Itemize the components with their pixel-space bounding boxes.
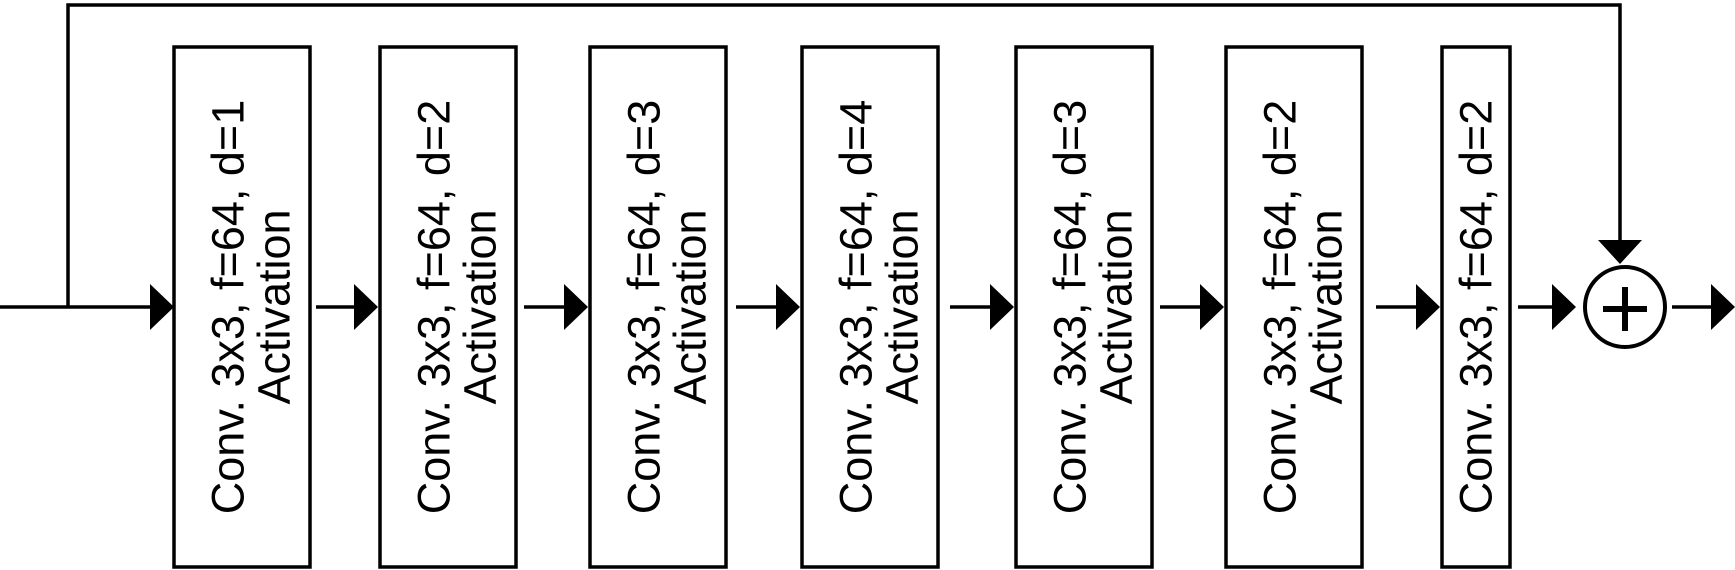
skip-connection-line — [66, 3, 1622, 307]
arrow-3-4-head — [776, 284, 800, 330]
conv-block-2-conv-label: Conv. 3x3, f=64, d=2 — [409, 100, 460, 514]
conv-block-5: Conv. 3x3, f=64, d=3 Activation — [1014, 45, 1154, 569]
arrow-1-2-head — [354, 284, 378, 330]
skip-connection-arrowhead — [1598, 240, 1642, 264]
conv-block-6: Conv. 3x3, f=64, d=2 Activation — [1224, 45, 1364, 569]
conv-block-6-conv-label: Conv. 3x3, f=64, d=2 — [1255, 100, 1306, 514]
conv-block-4-activation-label: Activation — [877, 209, 928, 404]
sum-node — [1583, 265, 1667, 349]
conv-block-6-activation-label: Activation — [1301, 209, 1352, 404]
conv-block-2: Conv. 3x3, f=64, d=2 Activation — [378, 45, 518, 569]
output-arrowhead — [1711, 284, 1735, 330]
arrow-5-6-head — [1200, 284, 1224, 330]
conv-block-1-activation-label: Activation — [249, 209, 300, 404]
arrow-7-sum-head — [1552, 284, 1576, 330]
conv-block-7-conv-label: Conv. 3x3, f=64, d=2 — [1451, 100, 1502, 514]
arrow-6-7-head — [1416, 284, 1440, 330]
conv-block-7: Conv. 3x3, f=64, d=2 — [1440, 45, 1512, 569]
conv-block-2-activation-label: Activation — [455, 209, 506, 404]
conv-block-5-activation-label: Activation — [1091, 209, 1142, 404]
conv-block-1-conv-label: Conv. 3x3, f=64, d=1 — [203, 100, 254, 514]
conv-block-3-conv-label: Conv. 3x3, f=64, d=3 — [619, 100, 670, 514]
input-arrowhead — [150, 284, 174, 330]
conv-block-4: Conv. 3x3, f=64, d=4 Activation — [800, 45, 940, 569]
conv-block-3: Conv. 3x3, f=64, d=3 Activation — [588, 45, 728, 569]
arrow-2-3-head — [564, 284, 588, 330]
conv-block-5-conv-label: Conv. 3x3, f=64, d=3 — [1045, 100, 1096, 514]
conv-block-1: Conv. 3x3, f=64, d=1 Activation — [172, 45, 312, 569]
arrow-4-5-head — [990, 284, 1014, 330]
conv-block-3-activation-label: Activation — [665, 209, 716, 404]
conv-block-4-conv-label: Conv. 3x3, f=64, d=4 — [831, 100, 882, 514]
